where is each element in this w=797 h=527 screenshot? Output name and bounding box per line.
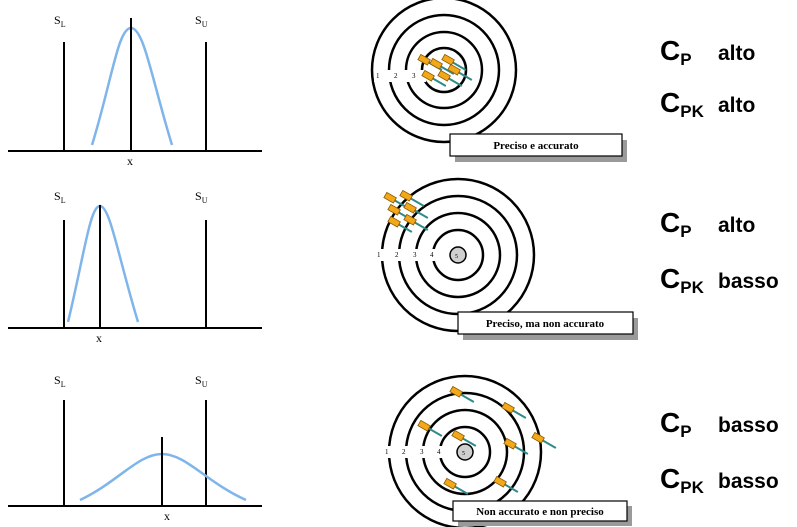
ring-number-gap [382,446,445,458]
target-ring-1 [370,0,518,144]
ring-number-3: 3 [413,251,417,259]
dart [443,477,469,495]
ring-number-4: 4 [437,448,441,456]
dart [421,69,447,87]
dart [429,57,455,75]
ring-number-2: 2 [394,72,398,80]
dart [417,419,443,437]
ring-number-gap [374,70,426,82]
dart-group [383,189,429,233]
ring-number-gap [374,249,438,261]
distribution-curve [66,204,140,323]
cpk-value: alto [718,94,755,117]
lower-spec-label: SL [54,373,66,389]
target-caption: Preciso, ma non accurato [486,318,605,330]
dart [403,213,429,231]
caption-box [449,133,623,157]
ring-number-5: 5 [462,451,465,457]
ring-number-2: 2 [402,448,406,456]
dart [403,201,429,219]
ring-number-4: 4 [430,251,434,259]
dart [447,63,473,81]
ring-number-5: 5 [455,254,458,260]
dart [441,53,467,71]
dart [503,437,529,455]
ring-number-3: 3 [420,448,424,456]
cp-label: CP [660,35,692,69]
distribution-panel: SL SU x [8,13,262,168]
row-3: SL SU x 1 2 3 4 5 [8,373,779,527]
dart [449,385,475,403]
dart [501,401,527,419]
upper-spec-label: SU [195,189,208,205]
target-caption: Non accurato e non preciso [476,506,604,518]
ring-number-1: 1 [377,251,381,259]
cpk-label: CPK [660,263,705,297]
row-2: SL SU x 1 2 3 4 5 [8,177,779,345]
ring-number-3: 3 [412,72,416,80]
dart [531,431,557,449]
mean-label: x [127,154,133,168]
dart-group [417,385,557,495]
ring-number-1: 1 [376,72,380,80]
bullseye [449,246,467,264]
cp-value: alto [718,214,755,237]
mean-label: x [164,509,170,523]
cp-value: basso [718,414,779,437]
caption-box [452,500,628,522]
dart-group [417,53,473,87]
ring-number-2: 2 [395,251,399,259]
row-1: SL SU x 1 2 3 [8,0,755,168]
lower-spec-label: SL [54,189,66,205]
dart [399,189,425,207]
dart [437,69,463,87]
target: 1 2 3 Preciso e accurato [370,0,627,162]
ring-number-1: 1 [385,448,389,456]
cp-value: alto [718,42,755,65]
bullseye [456,443,474,461]
dart [387,215,413,233]
mean-label: x [96,331,102,345]
distribution-panel: SL SU x [8,189,262,345]
upper-spec-label: SU [195,13,208,29]
lower-spec-label: SL [54,13,66,29]
distribution-panel: SL SU x [8,373,262,523]
cpk-value: basso [718,270,779,293]
target-caption: Preciso e accurato [493,140,579,152]
upper-spec-label: SU [195,373,208,389]
target: 1 2 3 4 5 Preciso, ma non accurato [374,177,638,340]
target: 1 2 3 4 5 Non accurato e non preciso [382,374,632,527]
cp-label: CP [660,407,692,441]
cpk-value: basso [718,470,779,493]
cp-label: CP [660,207,692,241]
dart [493,475,519,493]
cpk-label: CPK [660,463,705,497]
caption-box [457,311,634,335]
cpk-label: CPK [660,87,705,121]
dart [451,429,477,447]
